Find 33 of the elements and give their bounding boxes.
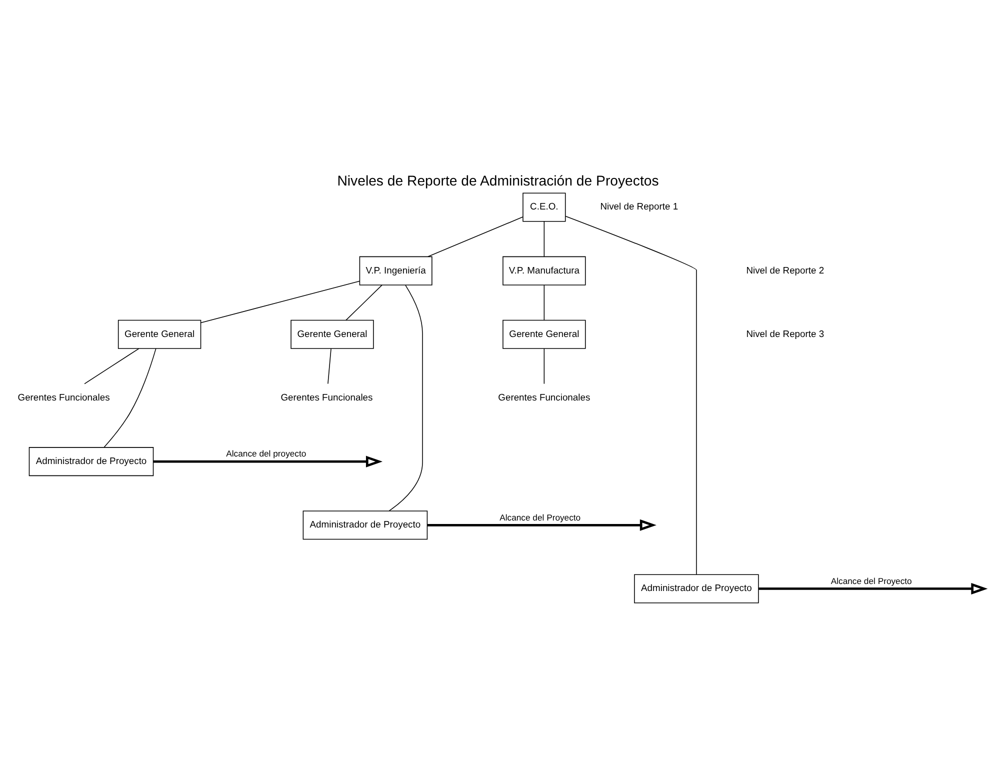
node-box: Gerente General (118, 320, 202, 349)
label: Nivel de Reporte 2 (746, 264, 824, 276)
label: Nivel de Reporte 3 (746, 328, 824, 339)
connector (544, 284, 545, 321)
node-box: Gerente General (290, 320, 374, 349)
connector (565, 216, 697, 575)
connector (544, 348, 545, 384)
edge-label: Alcance del Proyecto (830, 576, 912, 586)
connector (346, 284, 382, 321)
node-text: Gerentes Funcionales (18, 391, 110, 402)
arrow (427, 519, 656, 531)
node-box: C.E.O. (522, 192, 566, 222)
connector (104, 348, 156, 448)
node-box: Administrador de Proyecto (28, 447, 154, 476)
node-box: Administrador de Proyecto (302, 510, 428, 540)
node-box: V.P. Ingeniería (359, 256, 432, 286)
connector (328, 348, 332, 384)
connector (200, 280, 360, 324)
connector (428, 216, 524, 257)
node-box: Gerente General (502, 320, 586, 349)
connector (84, 348, 140, 384)
label: Nivel de Reporte 1 (600, 200, 678, 212)
arrow (758, 582, 988, 594)
arrow (153, 456, 382, 468)
edge-label: Alcance del Proyecto (500, 512, 581, 522)
diagram-title: Niveles de Reporte de Administración de Proyectos (337, 172, 659, 189)
node-text: Gerentes Funcionales (498, 391, 590, 402)
node-box: Administrador de Proyecto (634, 574, 759, 604)
connector (388, 284, 423, 512)
connector (544, 221, 545, 257)
edge-label: Alcance del proyecto (226, 448, 306, 459)
node-box: V.P. Manufactura (502, 256, 586, 286)
node-text: Gerentes Funcionales (280, 391, 373, 402)
